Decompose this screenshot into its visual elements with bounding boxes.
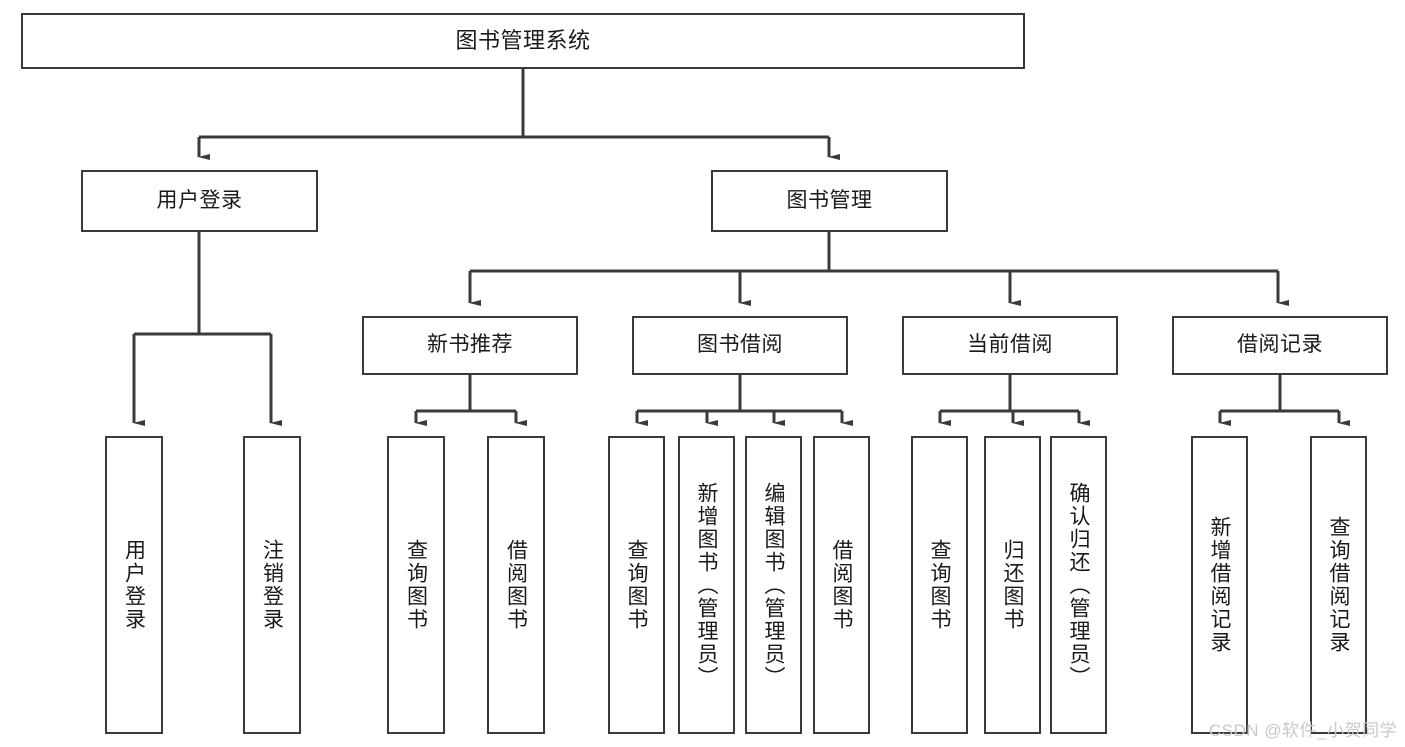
node-label: 查询图书 <box>404 539 428 631</box>
node-label: 借阅记录 <box>1237 333 1323 357</box>
node-label: 新增借阅记录 <box>1208 516 1232 654</box>
node-leaf-user-login[interactable]: 用户登录 <box>105 436 163 734</box>
node-root-title[interactable]: 图书管理系统 <box>21 13 1025 69</box>
node-user-login[interactable]: 用户登录 <box>81 170 318 232</box>
node-leaf-borrow-book-2[interactable]: 借阅图书 <box>813 436 870 734</box>
node-label: 图书管理 <box>786 188 873 212</box>
node-label: 新增图书（管理员） <box>695 481 719 689</box>
node-leaf-borrow-book-1[interactable]: 借阅图书 <box>487 436 545 734</box>
node-label: 新书推荐 <box>427 333 513 357</box>
node-borrow-record[interactable]: 借阅记录 <box>1172 316 1388 375</box>
node-label: 查询图书 <box>625 539 649 631</box>
node-leaf-add-record[interactable]: 新增借阅记录 <box>1191 436 1248 734</box>
node-label: 用户登录 <box>122 539 146 631</box>
node-leaf-query-book-3[interactable]: 查询图书 <box>911 436 968 734</box>
watermark-text: CSDN @软件_小贺同学 <box>1208 721 1397 740</box>
node-label: 图书管理系统 <box>455 28 591 54</box>
node-label: 编辑图书（管理员） <box>762 481 786 689</box>
node-leaf-add-book[interactable]: 新增图书（管理员） <box>678 436 735 734</box>
node-label: 注销登录 <box>260 539 284 631</box>
node-label: 查询图书 <box>928 539 952 631</box>
node-leaf-user-logout[interactable]: 注销登录 <box>243 436 301 734</box>
node-leaf-confirm-return[interactable]: 确认归还（管理员） <box>1050 436 1107 734</box>
node-label: 确认归还（管理员） <box>1067 481 1091 689</box>
node-leaf-return-book[interactable]: 归还图书 <box>984 436 1041 734</box>
node-label: 借阅图书 <box>504 539 528 631</box>
node-book-manage[interactable]: 图书管理 <box>711 170 948 232</box>
node-leaf-query-book-1[interactable]: 查询图书 <box>387 436 445 734</box>
node-book-borrow[interactable]: 图书借阅 <box>632 316 848 375</box>
node-new-book-rec[interactable]: 新书推荐 <box>362 316 578 375</box>
node-label: 图书借阅 <box>697 333 783 357</box>
node-current-borrow[interactable]: 当前借阅 <box>902 316 1118 375</box>
node-label: 归还图书 <box>1001 539 1025 631</box>
node-leaf-query-book-2[interactable]: 查询图书 <box>608 436 665 734</box>
node-label: 借阅图书 <box>830 539 854 631</box>
node-leaf-query-record[interactable]: 查询借阅记录 <box>1310 436 1367 734</box>
node-label: 当前借阅 <box>967 333 1053 357</box>
node-leaf-edit-book[interactable]: 编辑图书（管理员） <box>745 436 802 734</box>
node-label: 查询借阅记录 <box>1327 516 1351 654</box>
node-label: 用户登录 <box>156 188 243 212</box>
